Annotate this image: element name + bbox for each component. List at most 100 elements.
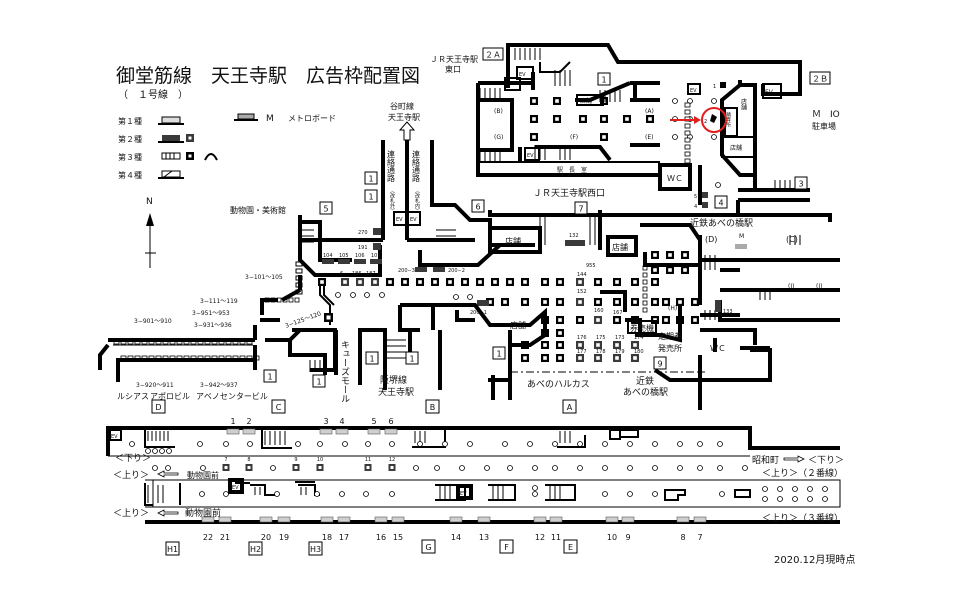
panel-number: 11 [551, 533, 561, 542]
hankai-line-label: 阪堺線 [380, 374, 407, 386]
ad-number: 160 [594, 308, 604, 314]
partition [684, 130, 691, 136]
pillar [530, 115, 538, 123]
partition [642, 286, 648, 292]
legend-type3-label: 第３種 [118, 152, 142, 162]
pillar [631, 298, 639, 306]
pillar [541, 341, 549, 349]
metro-board-marker: M [739, 233, 744, 240]
panel-number: 18 [322, 533, 332, 542]
pillar [356, 278, 364, 286]
kintetsu-label: 近鉄あべの橋駅 [690, 217, 753, 229]
ad-number: 179 [615, 349, 625, 355]
type2-symbol [158, 134, 194, 143]
area-label-f: (F) [570, 134, 578, 141]
pillar [691, 316, 699, 324]
ad-number: 200−3 [398, 268, 415, 274]
pillar-round [152, 465, 158, 471]
page-title: 御堂筋線 天王寺駅 広告枠配置図 [116, 65, 420, 87]
exit-e1-d: 1 [312, 374, 326, 388]
pillar [662, 298, 670, 306]
area-label-i: (I) [788, 283, 794, 290]
pillar-round [223, 441, 229, 447]
north-arrow-icon: N [145, 197, 156, 268]
pillar-round [129, 441, 135, 447]
panel-number: 12 [535, 533, 545, 542]
passage-outside-label: 連絡通路 [387, 149, 396, 182]
ad-number: 104 [323, 253, 333, 259]
pillar-round [274, 491, 280, 497]
pillar-round [711, 98, 717, 104]
pillar-round [342, 441, 348, 447]
ad-number: 200−2 [448, 268, 465, 274]
station-office-label: 駅 長 室 [557, 166, 587, 174]
pillar [623, 115, 631, 123]
pillar-round [502, 441, 508, 447]
exit-number: 3 [798, 180, 803, 189]
pillar [461, 278, 469, 286]
qs-mall-label: キューズモール [339, 340, 350, 403]
exit-number: 7 [578, 205, 583, 214]
partition [642, 293, 648, 299]
platform-ad-pillar [364, 464, 372, 471]
section-letter: H1 [167, 545, 178, 554]
panel-number: 17 [339, 533, 349, 542]
exit-e1-e: 1 [365, 351, 379, 365]
ad-range: 3−931〜936 [194, 322, 232, 329]
down-direction-right: ＜下り＞ [808, 455, 844, 466]
wc-label: ＷＣ [710, 344, 726, 353]
lucias-label: ルシアス [117, 392, 149, 401]
panel-number: 21 [220, 533, 230, 542]
section-label: A [562, 399, 577, 414]
exit-number: 1 [409, 355, 414, 364]
mio-label: Ｍ IO [812, 110, 840, 120]
up-direction-right-3: ＜上り＞（３番線） [762, 512, 843, 524]
shop-label: 店舗 [505, 236, 521, 246]
pillar [501, 298, 509, 306]
pillar-round [159, 448, 165, 454]
exit-e1-g: 1 [492, 346, 506, 360]
pillar [486, 298, 494, 306]
panel-number: 7 [697, 533, 702, 542]
passage-inside-label: 連絡通路 [412, 149, 421, 182]
pillar-round [467, 441, 473, 447]
pillar [676, 298, 684, 306]
pillar [541, 298, 549, 306]
highlight-circle [701, 107, 727, 133]
pillar [594, 298, 602, 306]
panel-number: 7 [224, 457, 227, 463]
pillar-round [413, 465, 419, 471]
pillar [576, 278, 584, 286]
pillar [613, 298, 621, 306]
platform-ad-panel [533, 516, 547, 523]
type1-symbol [158, 116, 184, 125]
pillar-round [677, 441, 683, 447]
pillar-round [672, 98, 678, 104]
ev-label: EV [527, 153, 534, 159]
north-label: N [146, 197, 153, 207]
panel-number: 5 [371, 417, 376, 426]
ad-range: 3−951〜953 [192, 310, 230, 317]
ev-label: EV [410, 217, 417, 223]
pillar [556, 278, 564, 286]
partition [684, 158, 691, 164]
platform-ad-panel [477, 516, 491, 523]
legend-type4-label: 第４種 [118, 170, 142, 180]
panel-number: 9 [625, 533, 630, 542]
platform-ad-panel [218, 516, 232, 523]
pillar [530, 97, 538, 105]
pillar-round [717, 441, 723, 447]
section-label: F [499, 539, 514, 554]
middle-concourse: EV EV 店舗 店舗 132 955 270 191 104 105 106 … [98, 140, 840, 410]
pillar [341, 278, 349, 286]
pillar-round [552, 465, 558, 471]
ad-number: 176 [577, 335, 587, 341]
platform-ad-panel [621, 516, 635, 523]
pillar-round [467, 294, 473, 300]
fare-office-label: 精算所 [725, 111, 731, 128]
metro-board-symbol [234, 113, 258, 121]
pillar [576, 298, 584, 306]
down-direction-left: ＜下り＞ [115, 453, 151, 464]
wc-label: ＷＣ [667, 174, 683, 183]
section-letter: H2 [250, 545, 261, 554]
